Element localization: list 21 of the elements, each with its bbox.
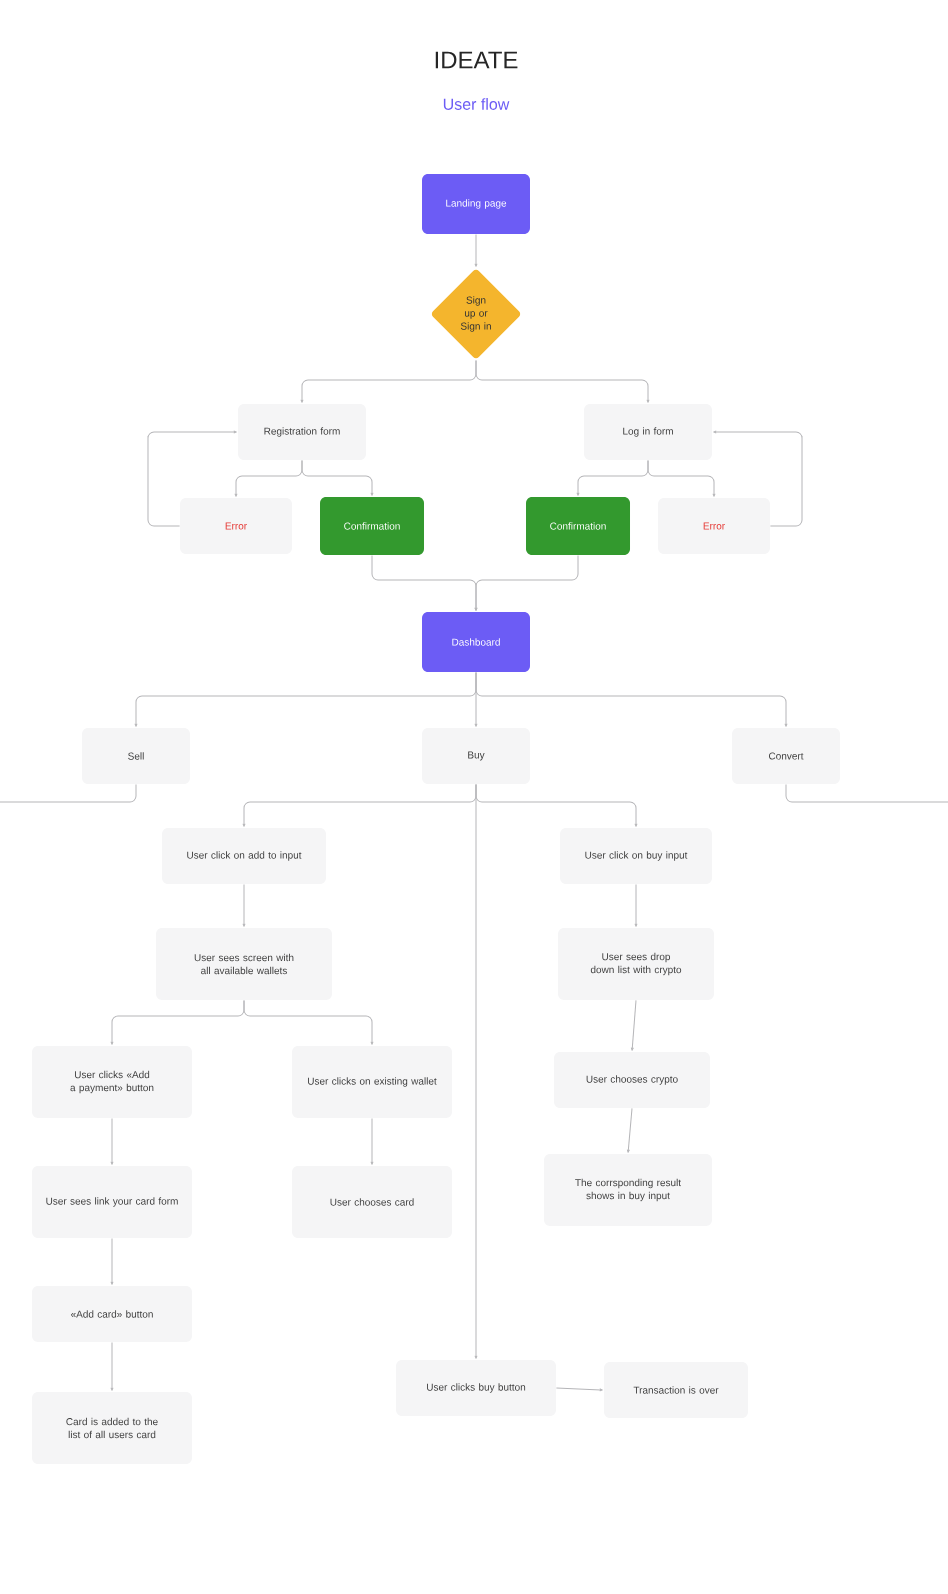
arrow	[630, 999, 637, 1051]
arrow	[474, 783, 478, 1359]
subtitle: User flow	[443, 98, 510, 110]
arrow	[475, 671, 788, 727]
arrow	[474, 554, 579, 611]
arrow	[147, 430, 237, 527]
title: IDEATE	[435, 51, 518, 69]
arrow	[713, 430, 803, 527]
arrow	[370, 1117, 374, 1165]
arrow	[647, 459, 716, 497]
arrow	[555, 1387, 603, 1392]
arrow	[626, 1107, 633, 1153]
arrow	[110, 1237, 114, 1285]
arrow	[634, 883, 638, 927]
arrow	[110, 1341, 114, 1391]
arrow	[242, 883, 246, 927]
arrow	[110, 1117, 114, 1165]
arrow	[301, 459, 374, 496]
arrow	[475, 359, 650, 403]
arrow	[243, 999, 374, 1045]
arrow	[474, 233, 478, 267]
